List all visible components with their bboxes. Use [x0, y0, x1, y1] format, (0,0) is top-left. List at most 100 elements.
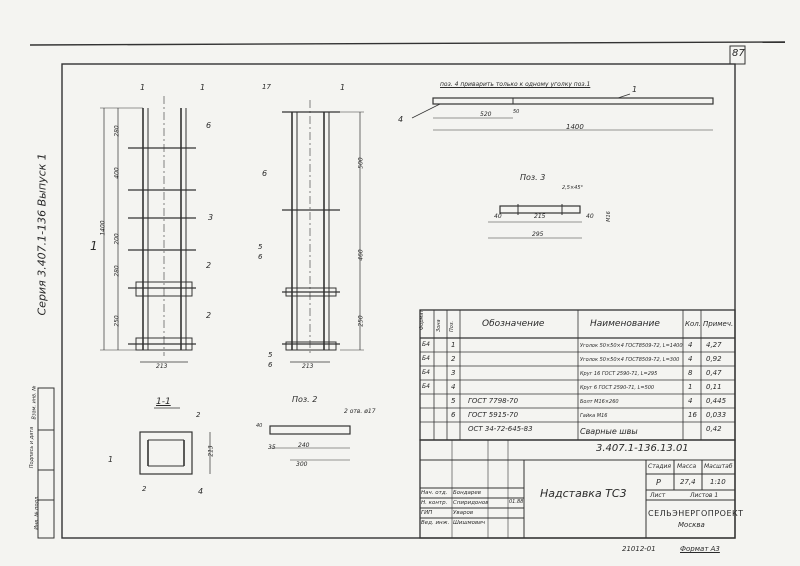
left-dim-5: 250: [113, 315, 121, 327]
pos3-note: 2,5×45°: [562, 185, 584, 191]
spec-cell-qty: 1: [688, 383, 693, 391]
callout-l5: 2: [206, 261, 212, 270]
spec-cell-qty: 4: [688, 397, 693, 405]
left-dim-total: 1400: [99, 220, 107, 236]
pos3-dim-4: 295: [532, 231, 544, 238]
person-name: Спиридонов: [453, 500, 489, 506]
stamp-sign: Подпись и дата: [29, 426, 36, 469]
spec-header-designation: Обозначение: [482, 319, 545, 329]
pos3-dim-3: 40: [586, 213, 594, 220]
spec-cell-name: Гайка М16: [580, 413, 608, 419]
spec-cell-designation: ГОСТ 5915-70: [468, 411, 519, 419]
pos2-dim-3: 35: [268, 444, 276, 451]
spec-header-note: Примеч.: [703, 320, 734, 328]
callout-m3: 6: [262, 169, 268, 178]
callout-l6: 2: [206, 311, 212, 320]
spec-cell-name: Уголок 50×50×4 ГОСТ8509-72, L=300: [580, 357, 680, 363]
series-label: Серия 3.407.1-136 Выпуск 1: [35, 153, 49, 316]
stamp-inv: Инв. № подл.: [33, 495, 40, 530]
spec-header-qty: Кол.: [685, 320, 701, 328]
sheet-number: 87: [732, 48, 745, 59]
org-name: СЕЛЬЭНЕРГОПРОЕКТ: [648, 509, 744, 518]
spec-cell-name: Круг 6 ГОСТ 2590-71, L=500: [580, 385, 655, 391]
mid-width-dim: 213: [302, 363, 314, 370]
callout-m4: 5: [258, 243, 263, 251]
stamp-replace: Взам. инв. №: [31, 385, 38, 420]
spec-cell-note: 0,11: [706, 383, 722, 391]
spec-cell-qty: 4: [688, 341, 693, 349]
person-name: Шишмович: [453, 520, 486, 526]
left-dim-3: 200: [113, 233, 121, 245]
section-callout-1: 2: [196, 411, 201, 419]
org-city: Москва: [678, 521, 705, 529]
callout-l2: 1: [200, 83, 206, 92]
pos3-title: Поз. 3: [520, 173, 546, 182]
left-width-dim: 213: [156, 363, 168, 370]
spec-cell-qty: 8: [688, 369, 693, 377]
person-role: Вед. инж.: [421, 520, 450, 526]
callout-m2: 1: [340, 83, 346, 92]
scale-label: Масштаб: [704, 463, 733, 470]
person-role: Н. контр.: [421, 500, 448, 506]
section-callout-3: 2: [142, 485, 147, 493]
mid-dim-1: 500: [357, 157, 365, 169]
sheets-label: Листов 1: [690, 492, 719, 499]
person-role: ГИП: [421, 510, 433, 516]
left-dim-1: 280: [113, 125, 121, 137]
pos2-dim-2: 300: [296, 461, 308, 468]
person-name: Бондарев: [453, 490, 482, 496]
spec-cell-note: 4,27: [706, 341, 722, 349]
sheet-label: Лист: [650, 492, 666, 499]
spec-cell-name: Болт М16×260: [580, 399, 619, 405]
left-dim-2: 400: [113, 167, 121, 179]
spec-cell-note: 0,47: [706, 369, 722, 377]
pos3-dim-5: М16: [605, 211, 612, 222]
spec-cell-name: Уголок 50×50×4 ГОСТ8509-72, L=1400: [580, 343, 683, 349]
spec-cell-qty: 16: [688, 411, 697, 419]
spec-cell-format: Б4: [422, 383, 430, 390]
pos4-dim-3: 1400: [566, 123, 584, 131]
pos4-dim-2: 50: [513, 109, 520, 115]
spec-cell-format: Б4: [422, 341, 430, 348]
mid-dim-2: 460: [357, 249, 365, 261]
callout-l4: 3: [208, 213, 214, 222]
callout-m7: 6: [268, 361, 273, 369]
person-name: Уваров: [453, 510, 474, 516]
callout-l1: 1: [140, 83, 146, 92]
callout-m5: 6: [258, 253, 263, 261]
pos3-dim-1: 40: [494, 213, 502, 220]
spec-header-name: Наименование: [590, 319, 660, 329]
pos4-callout-1: 4: [398, 115, 404, 124]
product-name: Надставка ТС3: [540, 487, 627, 500]
footer-inv: 21012-01: [622, 545, 656, 553]
spec-cell-pos: 1: [451, 341, 456, 349]
stage-value: Р: [656, 478, 661, 487]
spec-cell-qty: 4: [688, 355, 693, 363]
section-callout-4: 4: [198, 487, 204, 496]
pos2-note: 2 отв. ø17: [344, 408, 376, 415]
spec-cell-pos: 2: [451, 355, 456, 363]
pos2-dim-1: 240: [298, 442, 310, 449]
section-callout-2: 1: [108, 455, 114, 464]
pos3-dim-2: 215: [534, 213, 546, 220]
spec-cell-note: 0,033: [706, 411, 727, 419]
spec-header-format: Формат: [419, 309, 425, 330]
scale-value: 1:10: [710, 478, 726, 486]
spec-cell-pos: 5: [451, 397, 456, 405]
stage-label: Стадия: [648, 463, 672, 470]
mass-value: 27,4: [680, 478, 696, 486]
section-title: 1-1: [156, 397, 171, 407]
spec-cell-format: Б4: [422, 355, 430, 362]
spec-cell-note: 0,92: [706, 355, 722, 363]
pos4-note: поз. 4 приварить только к одному уголку …: [440, 81, 591, 88]
main-view-mark: 1: [90, 239, 98, 253]
footer-format: Формат А3: [680, 545, 720, 553]
person-role: Нач. отд.: [421, 490, 448, 496]
spec-cell-designation: ОСТ 34-72-645-83: [468, 425, 533, 433]
spec-cell-pos: 6: [451, 411, 456, 419]
spec-cell-note: 0,445: [706, 397, 727, 405]
spec-cell-format: Б4: [422, 369, 430, 376]
spec-cell-note: 0,42: [706, 425, 722, 433]
mass-label: Масса: [677, 463, 697, 470]
